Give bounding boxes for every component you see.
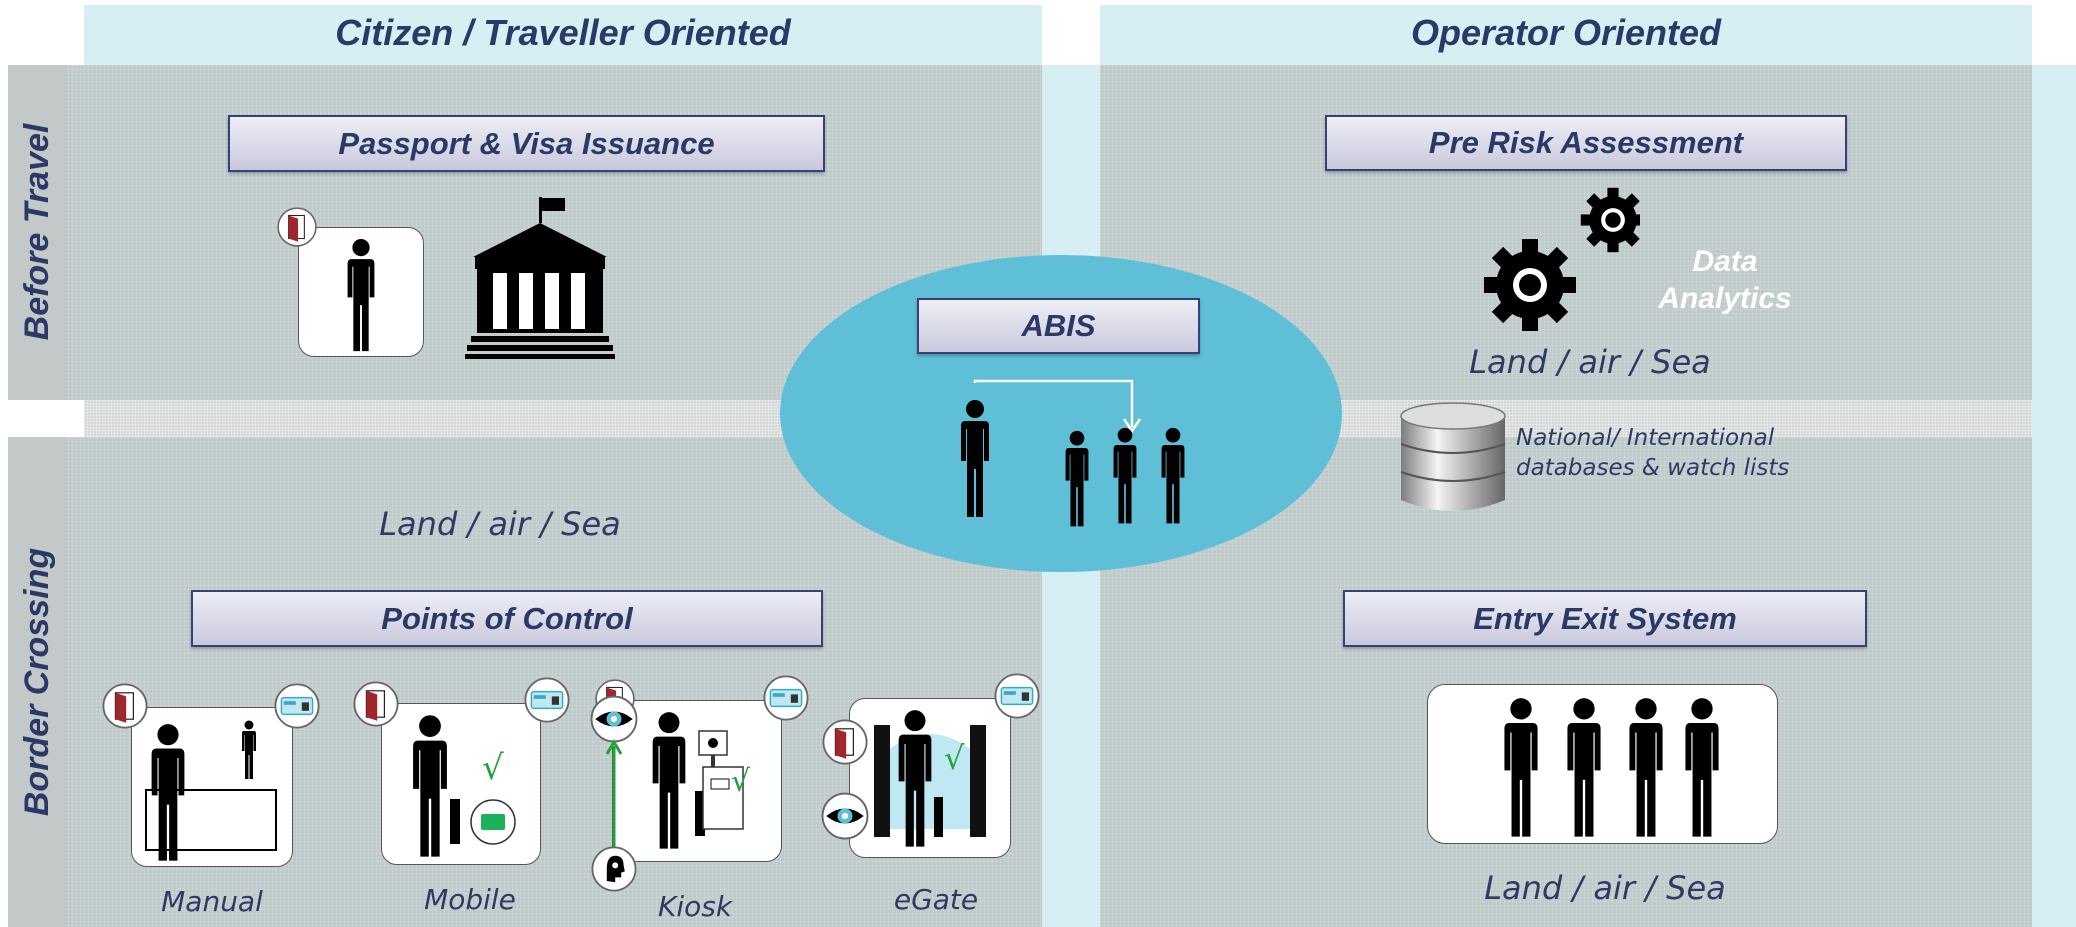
government-building-icon: [465, 197, 615, 359]
id-card-icon: [524, 677, 570, 723]
data-analytics-label-line2: Analytics: [1658, 282, 1792, 315]
control-label-kiosk: Kiosk: [657, 890, 733, 923]
kiosk-control-card: √: [612, 700, 782, 862]
mobile-scene-icon: √: [413, 715, 516, 857]
land-air-sea-top-right: Land / air / Sea: [1469, 343, 1711, 381]
eye-icon: [821, 792, 869, 840]
eye-icon: [590, 695, 638, 743]
face-icon: [591, 846, 637, 892]
control-label-mobile: Mobile: [424, 883, 516, 916]
applicant-card: [298, 227, 424, 357]
land-air-sea-left: Land / air / Sea: [379, 505, 621, 543]
left-column-band: [84, 5, 1042, 65]
svg-text:√: √: [482, 748, 504, 788]
land-air-sea-bottom-right: Land / air / Sea: [1484, 869, 1726, 907]
points-of-control-box: Points of Control: [191, 590, 823, 647]
svg-text:√: √: [731, 764, 751, 799]
id-card-icon: [274, 683, 320, 729]
right-edge-band: [2032, 65, 2076, 927]
row-label-border-crossing: Border Crossing: [18, 547, 56, 817]
row-sidebar-border-crossing: [8, 437, 68, 927]
mobile-control-card: √: [381, 703, 541, 865]
passport-visa-box: Passport & Visa Issuance: [228, 115, 825, 172]
egate-control-card: √: [849, 698, 1011, 858]
id-card-icon: [994, 673, 1040, 719]
kiosk-scene-icon: √: [652, 712, 751, 849]
travellers-group-icon: [1504, 698, 1719, 837]
svg-text:√: √: [944, 739, 965, 777]
verification-arrow: [605, 739, 623, 848]
left-column-header: Citizen / Traveller Oriented: [335, 12, 791, 53]
egate-scene-icon: √: [874, 710, 986, 847]
database-icon: [1400, 402, 1506, 511]
abis-box: ABIS: [917, 298, 1200, 354]
control-label-egate: eGate: [893, 883, 979, 916]
passport-icon: [102, 683, 148, 729]
manual-control-card: [131, 707, 293, 867]
id-card-icon: [763, 675, 809, 721]
row-label-before-travel: Before Travel: [18, 123, 56, 341]
person-icon: [347, 238, 375, 352]
passport-icon: [353, 681, 399, 727]
right-column-header: Operator Oriented: [1410, 12, 1722, 53]
entry-exit-travellers-card: [1427, 684, 1778, 844]
passport-icon: [277, 207, 317, 247]
manual-scene-icon: [145, 720, 277, 861]
databases-label-line2: databases & watch lists: [1516, 455, 1790, 481]
entry-exit-system-box: Entry Exit System: [1343, 590, 1867, 647]
row-sidebar-before-travel: [8, 65, 68, 400]
right-column-band: [1100, 5, 2032, 65]
abis-matching-icon: [961, 379, 1185, 527]
databases-label-line1: National/ International: [1516, 425, 1775, 451]
pre-risk-assessment-box: Pre Risk Assessment: [1325, 115, 1847, 171]
control-label-manual: Manual: [161, 885, 263, 918]
passport-icon: [822, 719, 868, 765]
gears-icon: [1484, 187, 1640, 331]
data-analytics-label-line1: Data: [1692, 245, 1758, 278]
